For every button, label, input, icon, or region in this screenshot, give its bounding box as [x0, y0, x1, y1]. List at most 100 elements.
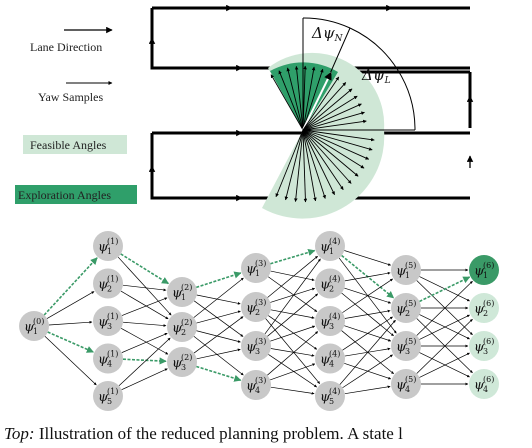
graph-node-step: (6) [483, 375, 494, 384]
graph-node: ψ4(4) [315, 343, 345, 374]
yaw-sample-ray [302, 71, 332, 131]
graph-node-label: ψ [474, 340, 485, 355]
highlighted-edge [419, 276, 471, 303]
graph-edge [196, 330, 241, 343]
graph-node: ψ2(4) [315, 268, 345, 299]
yaw-sample-ray [302, 129, 359, 177]
graph-node-index: 2 [405, 309, 410, 318]
yaw-sample-ray [294, 65, 304, 131]
graph-node-index: 1 [405, 271, 410, 280]
graph-edge [268, 354, 317, 388]
graph-edge [121, 368, 168, 391]
graph-node: ψ3(1) [93, 306, 123, 336]
yaw-sample-ray [302, 119, 367, 131]
graph-node: ψ1(1) [93, 231, 123, 261]
yaw-sample-ray [302, 68, 324, 131]
graph-edges [43, 248, 473, 395]
graph-edge [44, 336, 97, 386]
graph-edge [117, 256, 172, 316]
graph-node-label: ψ [320, 278, 331, 293]
yaw-sample-ray [302, 95, 358, 131]
graph-edge [267, 255, 318, 298]
graph-node: ψ4(5) [391, 369, 421, 399]
graph-node: ψ4(3) [241, 370, 271, 400]
lower-lane-line [150, 133, 470, 200]
graph-node-circle [93, 343, 123, 374]
graph-edge [267, 276, 318, 312]
graph-node-label: ψ [474, 264, 485, 279]
graph-node-label: ψ [396, 264, 407, 279]
graph-node-circle [315, 268, 345, 299]
graph-node-step: (5) [405, 261, 416, 270]
graph-node-index: 4 [255, 386, 260, 395]
yaw-sample-ray [302, 129, 375, 142]
graph-node-index: 4 [405, 385, 410, 394]
graph-node-step: (4) [329, 275, 340, 284]
yaw-sample-ray [302, 129, 308, 203]
graph-node-index: 2 [181, 328, 186, 337]
exploration-angles-swatch [15, 185, 137, 204]
graph-node-index: 1 [107, 247, 112, 256]
caption-lead: Top: [4, 424, 35, 443]
graph-node-label: ψ [396, 302, 407, 317]
graph-edge [270, 287, 316, 303]
graph-edge [270, 386, 315, 395]
graph-node-index: 3 [181, 363, 186, 372]
graph-node-circle [93, 231, 123, 261]
graph-node: ψ3(2) [167, 347, 197, 377]
graph-edge [265, 318, 321, 384]
graph-edge [419, 314, 470, 340]
graph-node-label: ψ [396, 340, 407, 355]
graph-node-step: (5) [405, 337, 416, 346]
graph-edge [193, 277, 244, 318]
graph-edge [419, 352, 470, 378]
graph-node-index: 2 [255, 308, 260, 317]
legend: Lane Direction Yaw Samples Feasible Angl… [15, 26, 137, 204]
graph-node: ψ1(5) [391, 255, 421, 285]
graph-node-step: (6) [483, 337, 494, 346]
graph-node: ψ4(1) [93, 343, 123, 374]
graph-edge [121, 332, 168, 353]
graph-node: ψ2(5) [391, 293, 421, 323]
graph-node-label: ψ [98, 278, 109, 293]
graph-node-step: (5) [405, 375, 416, 384]
graph-node: ψ2(2) [167, 312, 197, 342]
graph-node-index: 4 [107, 360, 112, 369]
graph-node-circle [241, 253, 271, 283]
graph-node-index: 1 [483, 271, 488, 280]
graph-node: ψ3(6) [469, 331, 499, 361]
yaw-sample-ray [284, 129, 304, 201]
graph-node-step: (1) [107, 312, 118, 321]
graph-edge [120, 327, 169, 355]
graph-node-circle [469, 369, 499, 399]
graph-node-step: (4) [329, 387, 340, 396]
graph-node: ψ2(3) [241, 292, 271, 322]
graph-edge [121, 297, 168, 316]
graph-node-index: 2 [483, 309, 488, 318]
graph-edge [267, 331, 319, 376]
highlighted-edge [120, 253, 170, 285]
graph-node-circle [315, 381, 345, 411]
graph-node-label: ψ [172, 356, 183, 371]
graph-edge [268, 315, 318, 350]
graph-node-label: ψ [172, 321, 183, 336]
yaw-sample-ray [302, 129, 370, 160]
graph-node-label: ψ [320, 353, 331, 368]
highlighted-edge [270, 248, 316, 265]
graph-node-circle [241, 370, 271, 400]
graph-edge [120, 290, 169, 320]
highlighted-edge [196, 271, 242, 289]
graph-node-step: (2) [181, 353, 192, 362]
delta-psi-l-arc [349, 27, 416, 131]
graph-edge [342, 278, 393, 313]
graph-edge [267, 293, 319, 337]
legend-yaw-samples-label: Yaw Samples [38, 90, 103, 104]
graph-node: ψ3(3) [241, 331, 271, 361]
graph-edge [419, 314, 470, 340]
graph-node-step: (3) [255, 298, 266, 307]
graph-node-circle [469, 293, 499, 323]
graph-edge [196, 310, 241, 324]
graph-edge [344, 250, 392, 266]
graph-node-label: ψ [474, 378, 485, 393]
graph-edge [122, 284, 167, 292]
